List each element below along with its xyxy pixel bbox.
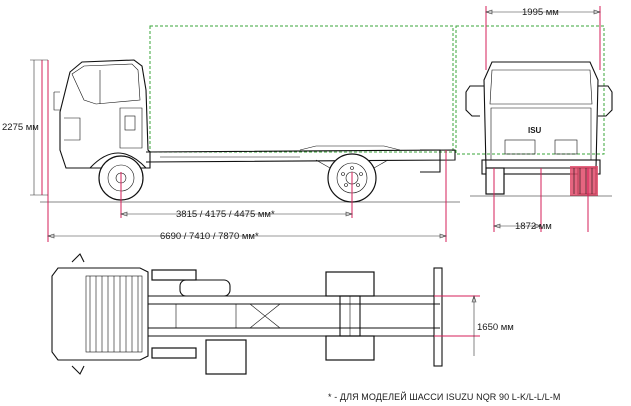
side-frame [145, 149, 456, 163]
front-left-tyre [485, 167, 505, 195]
front-cab [483, 61, 599, 169]
side-view: 2275 мм 3815 / 4175 / 4475 мм* 6690 / 74… [2, 25, 460, 242]
side-body-outline [149, 25, 454, 153]
dim-length: 6690 / 7410 / 7870 мм* [160, 231, 259, 242]
front-view: ISU 1995 мм 1872 мм [455, 6, 613, 232]
top-cab [51, 267, 149, 361]
top-rear-wheels-lower [325, 335, 375, 361]
dim-width-top: 1995 мм [522, 7, 559, 18]
footnote: * - ДЛЯ МОДЕЛЕЙ ШАССИ ISUZU NQR 90 L-K/L… [328, 391, 560, 402]
dim-height: 2275 мм [2, 122, 39, 133]
cab-badge: ISU [528, 126, 542, 135]
top-frame [148, 295, 440, 337]
side-cab [59, 59, 151, 169]
top-view: 1650 мм [51, 253, 514, 375]
top-rear-wheels-upper [325, 271, 375, 297]
dim-track: 1872 мм [515, 221, 552, 232]
dim-wheelbase: 3815 / 4175 / 4475 мм* [176, 209, 275, 220]
dim-frame-width: 1650 мм [477, 322, 514, 333]
